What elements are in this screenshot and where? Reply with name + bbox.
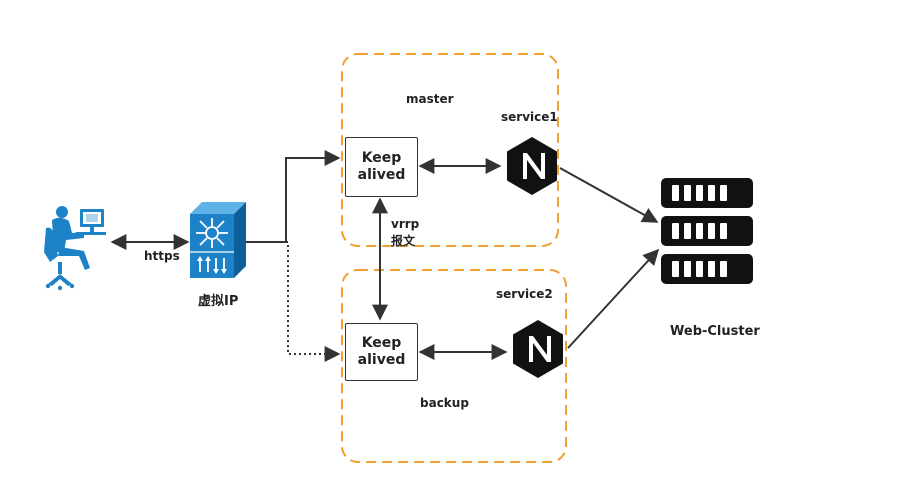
layer3-switch-icon: [190, 202, 246, 278]
master-group-border: [341, 53, 559, 247]
master-label: master: [406, 92, 454, 106]
service1-to-cluster-link: [559, 167, 659, 223]
keepalived-master-label-line1: Keep: [361, 150, 402, 166]
keepalived-backup-box: Keep alived: [345, 323, 418, 381]
service2-to-cluster-link: [567, 248, 660, 349]
nginx-icon-service2: [513, 320, 563, 378]
vrrp-message-label: 报文: [391, 234, 416, 248]
keepalived-master-box: Keep alived: [345, 137, 418, 197]
service1-label: service1: [501, 110, 558, 124]
web-cluster-label: Web-Cluster: [670, 324, 760, 339]
server-rack-icon: [661, 178, 753, 284]
backup-label: backup: [420, 396, 469, 410]
nginx-icon-service1: [507, 137, 557, 195]
vrrp-label: vrrp: [391, 217, 420, 231]
vip-to-backup-link: [246, 241, 341, 362]
virtual-ip-label: 虚拟IP: [198, 294, 239, 309]
vip-to-master-link: [246, 150, 341, 243]
user-at-computer-icon: [44, 206, 106, 291]
https-label: https: [144, 249, 180, 263]
keepalived-backup-label-line2: alived: [357, 352, 406, 368]
service2-label: service2: [496, 287, 553, 301]
backup-group-border: [341, 269, 567, 463]
keepalived-master-label-line2: alived: [357, 167, 406, 183]
keepalived-backup-label-line1: Keep: [361, 335, 402, 351]
